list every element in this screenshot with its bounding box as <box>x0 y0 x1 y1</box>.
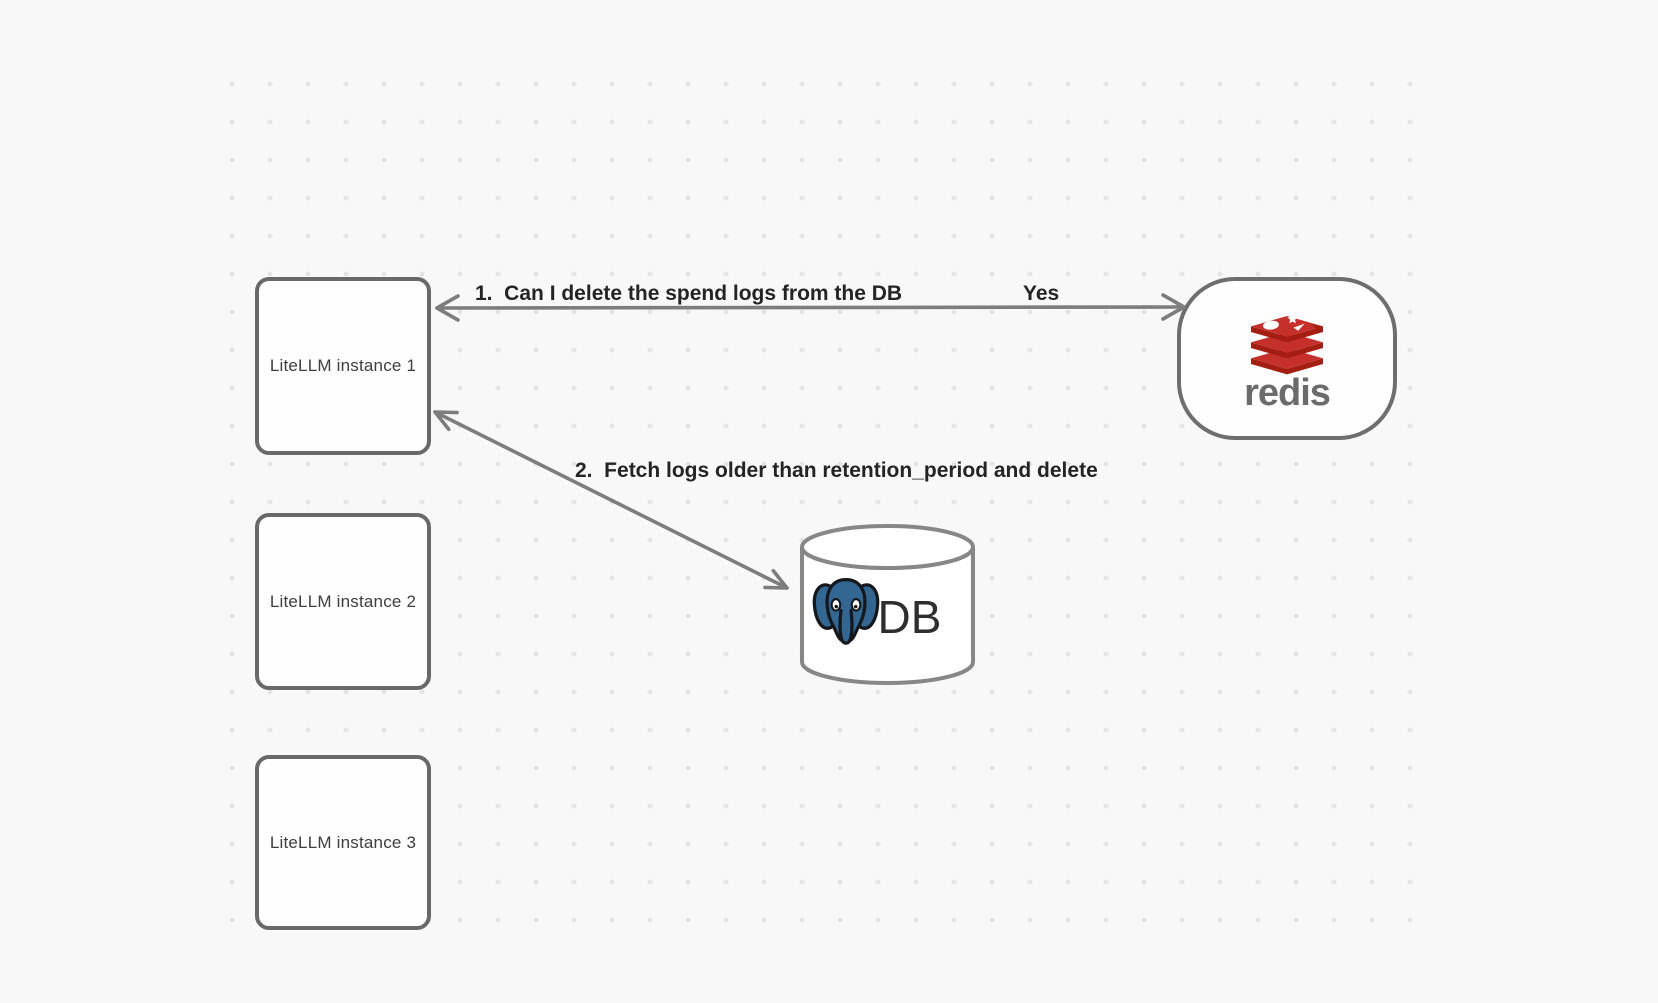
litellm-instance-1-label: LiteLLM instance 1 <box>269 356 417 375</box>
arrow-1-label: 1. Can I delete the spend logs from the … <box>475 282 903 305</box>
arrow-1-line <box>435 305 1186 310</box>
db-cylinder-node[interactable]: DB <box>798 522 977 687</box>
redis-stack-icon <box>1251 313 1323 374</box>
arrow-2-line <box>433 410 789 590</box>
arrow-1[interactable] <box>435 293 1186 322</box>
arrow-1-head-left <box>435 294 460 322</box>
redis-wordmark: redis <box>1244 371 1331 414</box>
arrow-1-head-right <box>1161 293 1186 321</box>
arrow-2[interactable] <box>433 410 789 590</box>
redis-node[interactable]: redis <box>1177 277 1397 440</box>
litellm-instance-2-label: LiteLLM instance 2 <box>269 591 417 611</box>
litellm-instance-3-label: LiteLLM instance 3 <box>269 832 417 852</box>
arrow-2-head-end <box>763 569 789 590</box>
postgresql-elephant-icon <box>812 577 879 645</box>
litellm-instance-3-box[interactable]: LiteLLM instance 3 <box>255 755 431 930</box>
arrow-1-answer-label: Yes <box>1023 282 1060 305</box>
litellm-instance-1-box[interactable]: LiteLLM instance 1 <box>255 277 431 455</box>
arrow-2-head-start <box>433 410 459 431</box>
db-label: DB <box>877 591 942 643</box>
arrow-2-label: 2. Fetch logs older than retention_perio… <box>575 459 1098 482</box>
litellm-instance-2-box[interactable]: LiteLLM instance 2 <box>255 513 431 690</box>
